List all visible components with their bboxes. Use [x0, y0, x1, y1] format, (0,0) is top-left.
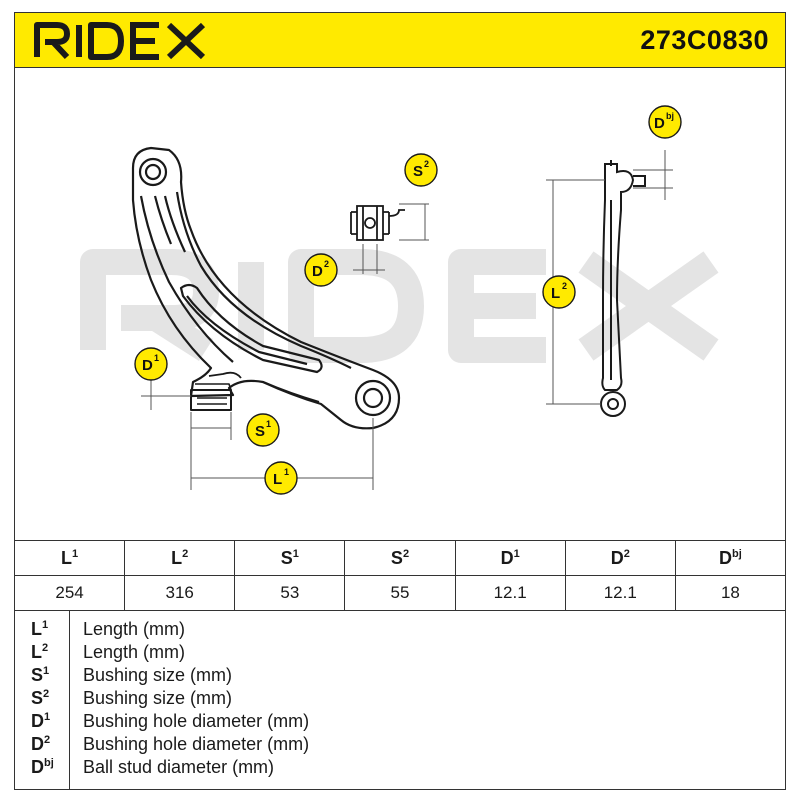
- legend-row-d1: D1 Bushing hole diameter (mm): [31, 711, 310, 731]
- svg-text:1: 1: [266, 419, 271, 429]
- value-s2: 55: [344, 575, 456, 611]
- legend-row-dbj: Dbj Ball stud diameter (mm): [31, 757, 275, 777]
- badge-d2: D 2: [304, 253, 338, 287]
- legend-divider: [69, 610, 70, 789]
- svg-text:1: 1: [284, 467, 289, 477]
- svg-text:S: S: [255, 423, 265, 440]
- legend-row-s1: S1 Bushing size (mm): [31, 665, 233, 685]
- svg-text:bj: bj: [666, 111, 674, 121]
- part-number: 273C0830: [640, 25, 769, 55]
- technical-drawing-area: D 1 S 1 L 1 S 2 D 2: [14, 68, 786, 540]
- col-header-s2: S2: [344, 540, 456, 576]
- value-d1: 12.1: [454, 575, 566, 611]
- badge-d1: D 1: [134, 347, 168, 381]
- legend-box: L1 Length (mm) L2 Length (mm) S1 Bushing…: [14, 610, 786, 790]
- control-arm-drawing: [131, 146, 401, 430]
- value-dbj: 18: [674, 575, 787, 611]
- col-header-l2: L2: [124, 540, 236, 576]
- svg-text:L: L: [551, 285, 560, 302]
- badge-s2: S 2: [404, 153, 438, 187]
- svg-text:S: S: [413, 163, 423, 180]
- dimension-lines: [141, 150, 673, 490]
- legend-row-d2: D2 Bushing hole diameter (mm): [31, 734, 310, 754]
- svg-text:2: 2: [324, 259, 329, 269]
- spec-table-header-row: L1 L2 S1 S2 D1 D2 Dbj: [13, 540, 787, 576]
- watermark-logo: [80, 249, 719, 363]
- badge-l1: L 1: [264, 461, 298, 495]
- legend-row-l1: L1 Length (mm): [31, 619, 186, 639]
- svg-text:2: 2: [424, 159, 429, 169]
- value-d2: 12.1: [564, 575, 676, 611]
- value-l2: 316: [124, 575, 236, 611]
- badge-s1: S 1: [246, 413, 280, 447]
- bushing-s2-drawing: [350, 205, 405, 241]
- col-header-d2: D2: [564, 540, 676, 576]
- col-header-l1: L1: [13, 540, 126, 576]
- value-s1: 53: [234, 575, 346, 611]
- technical-drawing: D 1 S 1 L 1 S 2 D 2: [80, 105, 719, 495]
- svg-text:D: D: [312, 263, 323, 280]
- badge-dbj: D bj: [648, 105, 682, 139]
- ridex-logo: [34, 22, 206, 60]
- spec-table-value-row: 254 316 53 55 12.1 12.1 18: [13, 575, 787, 611]
- col-header-s1: S1: [234, 540, 346, 576]
- svg-text:2: 2: [562, 281, 567, 291]
- value-l1: 254: [13, 575, 126, 611]
- header-bar: 273C0830: [14, 12, 786, 68]
- svg-text:D: D: [142, 357, 153, 374]
- legend-row-s2: S2 Bushing size (mm): [31, 688, 233, 708]
- badge-l2: L 2: [542, 275, 576, 309]
- col-header-d1: D1: [454, 540, 566, 576]
- svg-text:1: 1: [154, 353, 159, 363]
- svg-text:D: D: [654, 115, 665, 132]
- spec-table: L1 L2 S1 S2 D1 D2 Dbj 254 316 53 55 12.1…: [13, 540, 787, 611]
- col-header-dbj: Dbj: [674, 540, 787, 576]
- side-view-drawing: [600, 160, 646, 417]
- legend-row-l2: L2 Length (mm): [31, 642, 186, 662]
- svg-text:L: L: [273, 471, 282, 488]
